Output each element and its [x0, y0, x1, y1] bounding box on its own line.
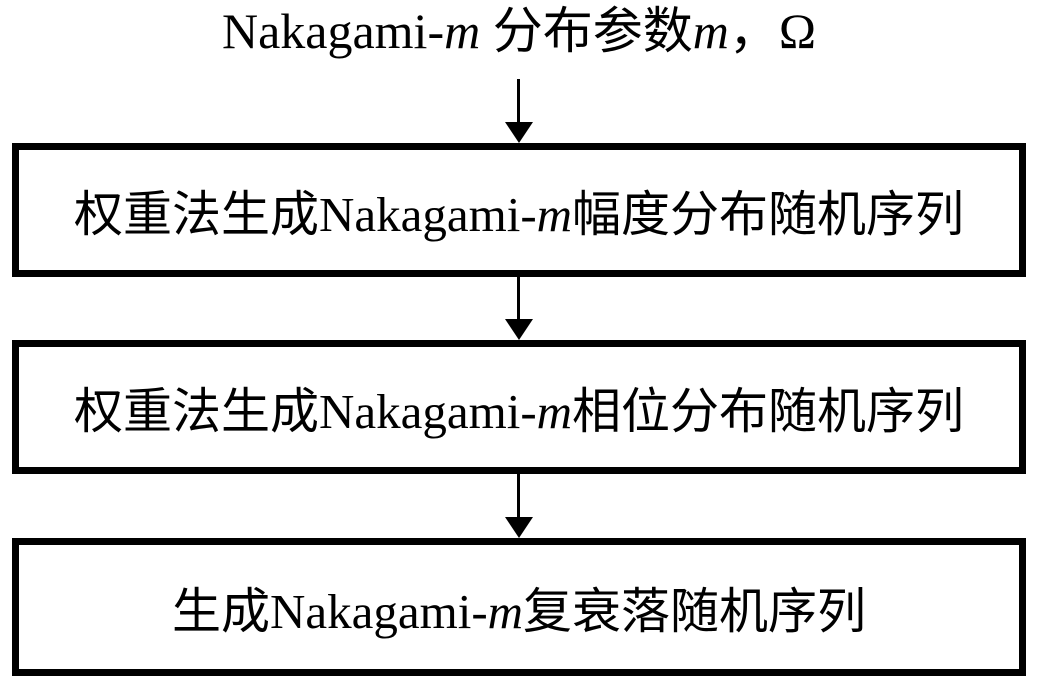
process-box-phase: 权重法生成Nakagami-m相位分布随机序列	[12, 340, 1026, 474]
title-italic-m: m	[444, 3, 481, 59]
box2-prefix: 权重法生成	[73, 383, 319, 439]
arrowhead-down-icon	[504, 122, 533, 143]
box-text: 权重法生成Nakagami-m相位分布随机序列	[74, 372, 964, 443]
title-latin: Nakagami-	[221, 3, 445, 59]
box-text: 生成Nakagami-m复衰落随机序列	[172, 572, 866, 643]
box3-prefix: 生成	[171, 583, 270, 639]
title-italic-m2: m	[692, 3, 729, 59]
box2-latin: Nakagami-	[318, 383, 537, 439]
box2-suffix: 相位分布随机序列	[572, 383, 965, 439]
arrowhead-down-icon	[504, 517, 533, 538]
flow-arrow-3	[504, 474, 533, 538]
arrow-line	[517, 474, 520, 517]
arrow-line	[517, 79, 520, 122]
process-box-complex-fading: 生成Nakagami-m复衰落随机序列	[12, 538, 1026, 676]
arrow-line	[517, 277, 520, 319]
flow-arrow-2	[504, 277, 533, 340]
box1-prefix: 权重法生成	[73, 186, 319, 242]
box3-italic-m: m	[487, 583, 524, 639]
box1-suffix: 幅度分布随机序列	[572, 186, 965, 242]
box3-suffix: 复衰落随机序列	[523, 583, 867, 639]
arrowhead-down-icon	[504, 319, 533, 340]
box-text: 权重法生成Nakagami-m幅度分布随机序列	[74, 175, 964, 246]
box1-italic-m: m	[536, 186, 573, 242]
title-mid: 分布参数	[480, 3, 693, 59]
flow-arrow-1	[504, 79, 533, 143]
box1-latin: Nakagami-	[318, 186, 537, 242]
box2-italic-m: m	[536, 383, 573, 439]
flowchart-title: Nakagami-m 分布参数m，Ω	[0, 0, 1038, 62]
title-suffix: ，Ω	[728, 3, 816, 59]
box3-latin: Nakagami-	[269, 583, 488, 639]
process-box-amplitude: 权重法生成Nakagami-m幅度分布随机序列	[12, 143, 1026, 277]
